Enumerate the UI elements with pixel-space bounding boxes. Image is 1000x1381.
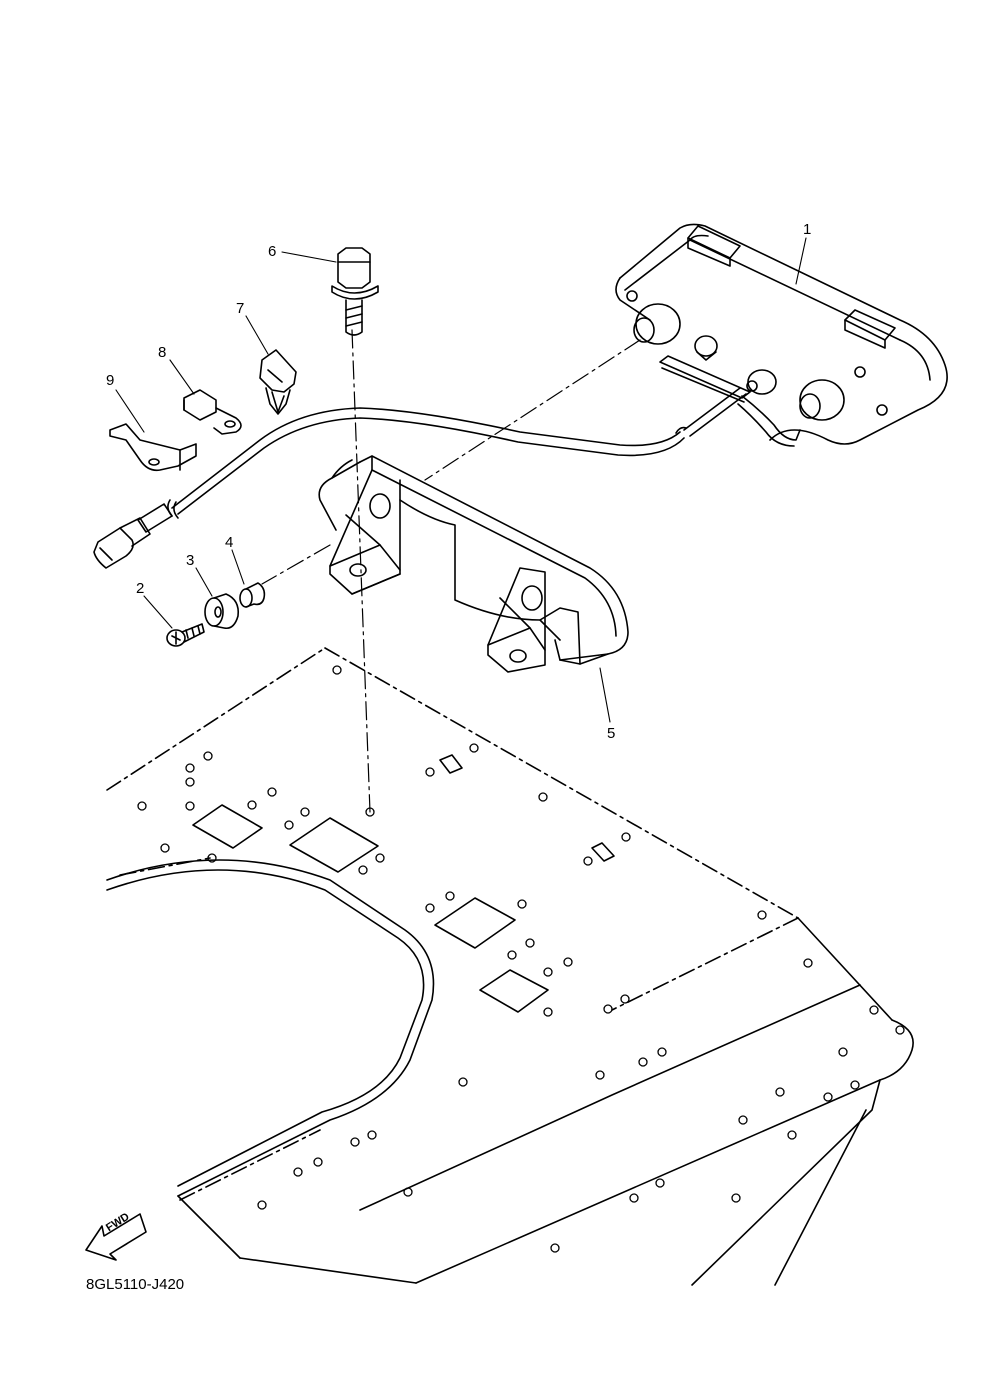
drawing-code: 8GL5110-J420 xyxy=(86,1276,185,1293)
grommet-3 xyxy=(204,593,240,630)
chassis-frame xyxy=(106,647,914,1286)
callout-7: 7 xyxy=(236,300,245,317)
collar-4 xyxy=(239,582,266,608)
clamp-8 xyxy=(183,389,242,435)
tail-light-assembly xyxy=(615,223,948,447)
screw-2 xyxy=(166,623,205,647)
leader-lines xyxy=(115,237,807,723)
callout-9: 9 xyxy=(106,372,115,389)
callout-1: 1 xyxy=(803,221,812,238)
stay-9 xyxy=(109,423,197,472)
center-lines xyxy=(261,329,641,813)
wire-harness xyxy=(93,407,687,569)
bolt-6 xyxy=(331,247,379,336)
callout-3: 3 xyxy=(186,552,195,569)
callout-8: 8 xyxy=(158,344,167,361)
callout-2: 2 xyxy=(136,580,145,597)
callout-6: 6 xyxy=(268,243,277,260)
callout-4: 4 xyxy=(225,534,234,551)
bracket-5 xyxy=(318,455,629,673)
callout-5: 5 xyxy=(607,725,616,742)
fwd-arrow-icon xyxy=(85,1213,147,1261)
clip-7 xyxy=(259,349,297,415)
